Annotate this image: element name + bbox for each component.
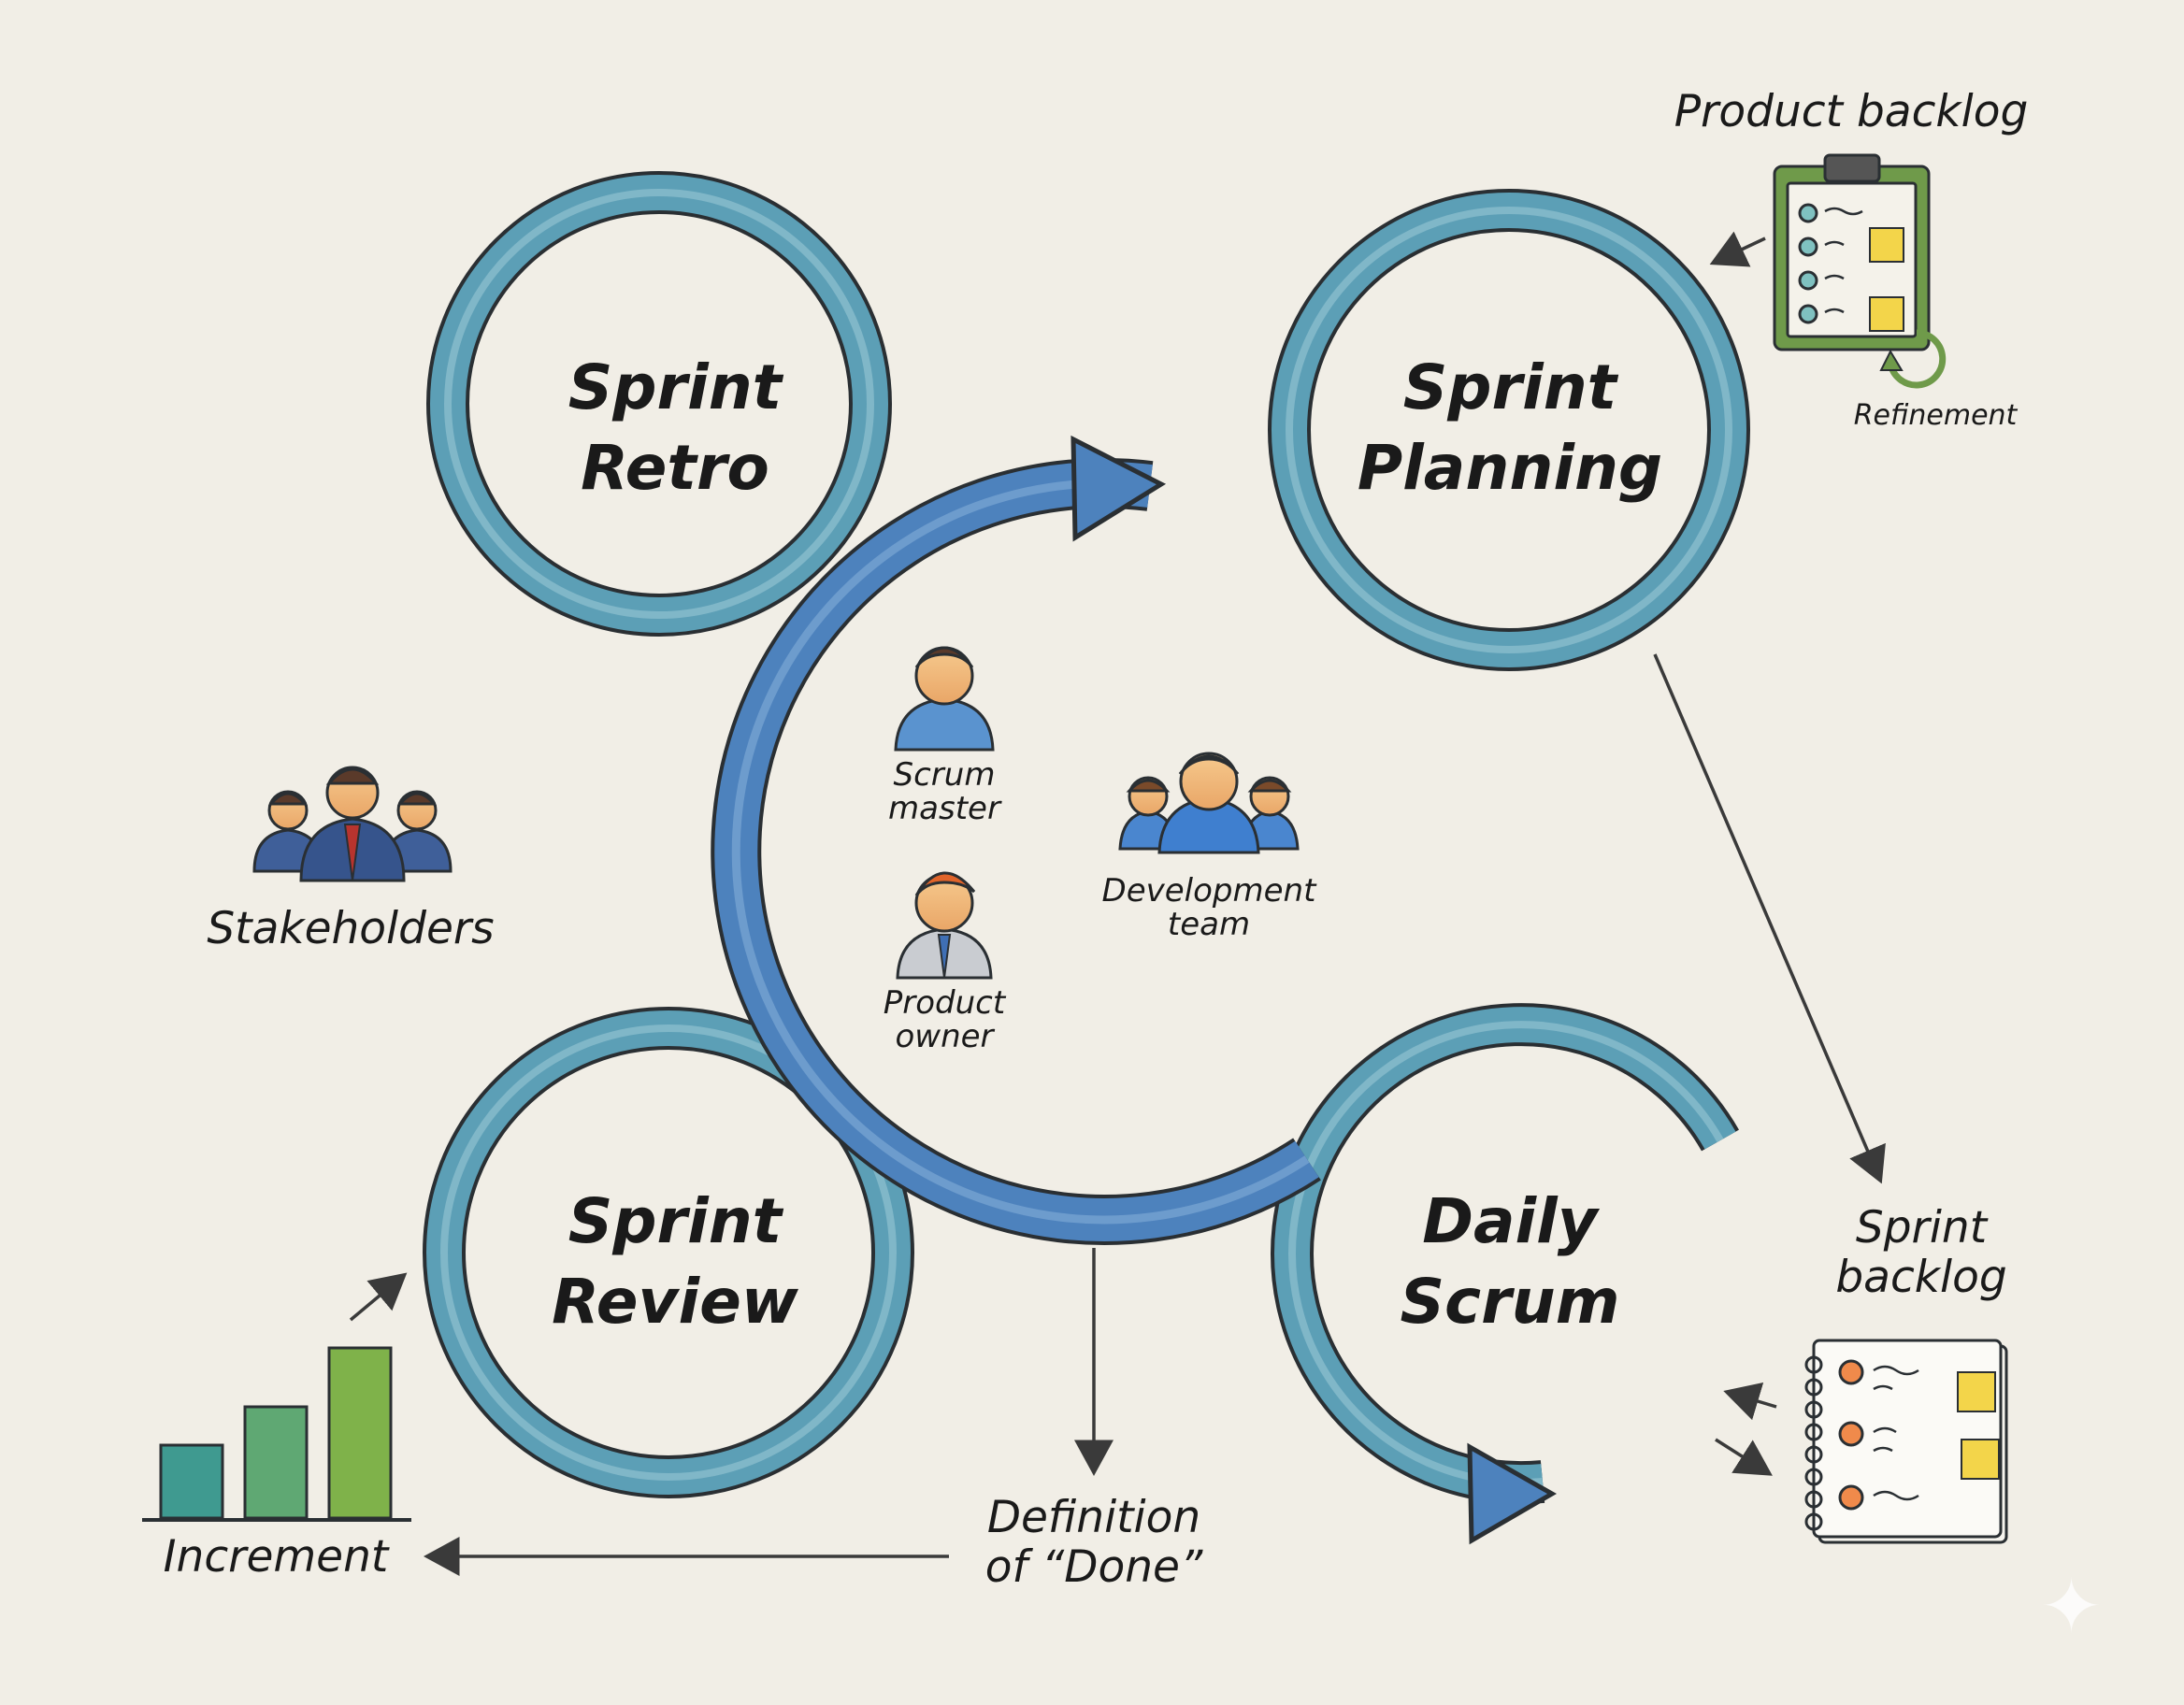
label-definition-of-done: Definition of “Done”	[935, 1492, 1253, 1593]
role-development-team-line-2: team	[1167, 905, 1251, 943]
central-sprint-cycle	[711, 435, 1321, 1245]
stage-sprint-retro: Sprint Retro	[488, 348, 862, 509]
ring-daily-scrum	[1271, 1003, 1739, 1545]
label-increment: Increment	[163, 1531, 389, 1583]
stage-daily-scrum-line-1: Daily	[1422, 1185, 1598, 1257]
stakeholders-icon	[252, 766, 453, 882]
label-definition-of-done-line-2: of “Done”	[984, 1540, 1203, 1593]
label-sprint-backlog-line-2: backlog	[1835, 1251, 2007, 1303]
stage-sprint-review-line-2: Review	[552, 1265, 798, 1338]
role-development-team-line-1: Development	[1101, 872, 1316, 910]
label-definition-of-done-line-1: Definition	[986, 1492, 1201, 1543]
ring-sprint-planning	[1268, 189, 1750, 671]
role-scrum-master-line-2: master	[888, 789, 1000, 827]
role-scrum-master: Scrum master	[832, 756, 1056, 827]
product-owner-icon	[896, 871, 993, 980]
product-backlog-clipboard-icon	[1773, 153, 1947, 389]
stage-sprint-planning: Sprint Planning	[1323, 348, 1697, 509]
ring-sprint-review	[423, 1007, 914, 1498]
role-product-owner: Product owner	[832, 984, 1056, 1055]
sparkle-icon: ✦	[2040, 1563, 2104, 1650]
role-scrum-master-line-1: Scrum	[893, 756, 996, 794]
stage-daily-scrum: Daily Scrum	[1323, 1182, 1697, 1342]
role-product-owner-line-1: Product	[883, 984, 1006, 1022]
development-team-icon	[1118, 752, 1300, 854]
label-refinement: Refinement	[1853, 399, 2018, 432]
increment-bar-chart-icon	[142, 1346, 411, 1522]
label-product-backlog: Product backlog	[1674, 86, 2029, 137]
ring-sprint-retro	[426, 171, 892, 637]
scrum-master-icon	[894, 646, 995, 752]
stage-sprint-planning-line-1: Sprint	[1402, 351, 1617, 423]
label-sprint-backlog: Sprint backlog	[1781, 1202, 2062, 1303]
stage-daily-scrum-line-2: Scrum	[1400, 1265, 1620, 1338]
stage-sprint-review: Sprint Review	[488, 1182, 862, 1342]
stage-sprint-retro-line-2: Retro	[581, 431, 769, 504]
label-sprint-backlog-line-1: Sprint	[1855, 1202, 1988, 1254]
label-stakeholders: Stakeholders	[207, 903, 495, 954]
stage-sprint-planning-line-2: Planning	[1357, 431, 1663, 504]
stage-sprint-retro-line-1: Sprint	[568, 351, 783, 423]
stage-sprint-review-line-1: Sprint	[568, 1185, 783, 1257]
role-development-team: Development team	[1069, 872, 1349, 943]
flow-arrows	[349, 231, 1886, 1576]
role-product-owner-line-2: owner	[895, 1017, 994, 1055]
sprint-backlog-notebook-icon	[1804, 1339, 2008, 1544]
